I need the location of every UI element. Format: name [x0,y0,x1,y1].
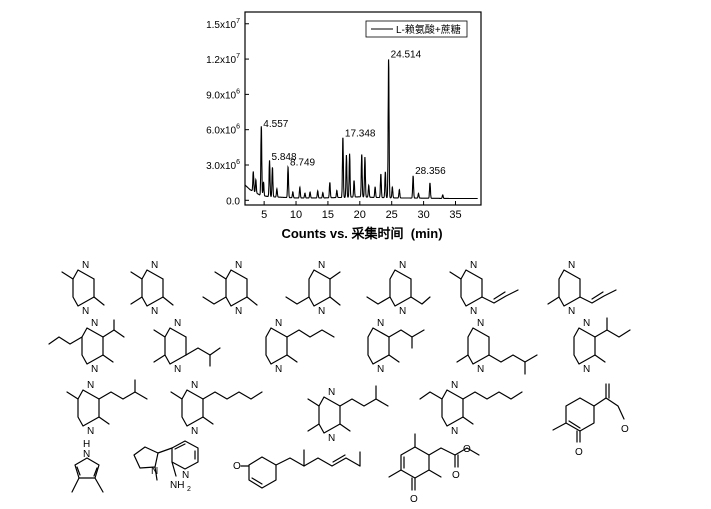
peak-label: 4.557 [263,119,288,130]
structure-r4-1-dimethylpyrrole: N H [71,439,104,493]
atom-n: N [174,364,181,375]
structure-r1-2-trimethylpyrazine: N N [130,260,174,317]
atom-n: N [583,318,590,329]
structure-r2-4-isobutyl-methylpyrazine: N N [367,318,425,375]
x-axis-ticks: 5 10 15 20 25 30 35 [261,201,462,221]
structure-r3-1-isopentyl-dimethylpyrazine: N N [66,379,148,437]
atom-n: N [318,306,325,317]
atom-n: N [191,426,198,437]
peak-label: 8.749 [290,158,315,169]
atom-n: N [477,364,484,375]
plot-frame [244,11,482,206]
atom-n: N [470,260,477,271]
atom-n: N [87,426,94,437]
structure-r3-4-ethyl-pentyl-methylpyrazine: N N [419,380,523,437]
x-tick-label: 25 [386,209,398,221]
structure-r1-1-dimethylpyrazine: N N [61,260,105,317]
atom-o: O [575,447,583,458]
atom-n: N [82,306,89,317]
y-tick-label: 1.2x107 [206,53,240,66]
x-tick-label: 15 [322,209,334,221]
atom-n: N [318,260,325,271]
structure-r4-2-nicotine-amine: N N NH 2 [133,440,199,493]
y-axis-ticks: 0.0 3.0x106 6.0x106 9.0x106 1.2x107 1.5x107 [206,18,249,207]
y-tick-label: 1.5x107 [206,18,240,31]
y-tick-label: 6.0x106 [206,124,240,137]
legend-box [365,20,468,38]
peak-label: 5.848 [272,152,297,163]
atom-n: N [568,260,575,271]
atom-n: N [568,306,575,317]
atom-n: N [82,260,89,271]
atom-h: H [83,439,90,450]
x-tick-label: 20 [354,209,366,221]
atom-n: N [399,260,406,271]
atom-n: N [151,260,158,271]
structure-r3-2-pentyl-dimethylpyrazine: N N [170,380,263,437]
atom-o: O [463,444,471,455]
atom-n: N [451,426,458,437]
atom-n: N [91,318,98,329]
atom-n: N [191,380,198,391]
structure-r4-4-methyl-cyclohexenone-acetate: O O O [388,433,480,505]
structure-r2-6-sec-butyl-methylpyrazine: N N [573,317,631,375]
peak-label: 17.348 [345,128,376,139]
atom-n: N [275,318,282,329]
atom-n: N [470,306,477,317]
atom-n: N [275,364,282,375]
y-tick-label: 3.0x106 [206,159,240,172]
y-tick-label: 9.0x106 [206,88,240,101]
atom-n: N [151,466,158,477]
peak-label: 24.514 [391,49,422,60]
structure-r1-3-ethyl-dimethylpyrazine: N N [202,260,258,317]
legend-label: L-赖氨酸+蔗糖 [396,23,461,36]
atom-n: N [377,364,384,375]
structure-r4-3-cyclohexenone-methylheptenyl: O [233,449,361,489]
atom-n: N [399,306,406,317]
atom-n: N [477,318,484,329]
structure-r1-7-propenyl-methylpyrazine: N N [547,260,617,317]
atom-n: N [91,364,98,375]
atom-subscript: 2 [187,486,191,493]
structure-r1-4-ethyl-dimethylpyrazine: N N [285,260,341,317]
atom-n: N [182,470,189,481]
atom-n: N [451,380,458,391]
structure-r2-1-ethyl-isopropyl-methylpyrazine: N N [48,318,125,375]
x-tick-label: 5 [261,209,267,221]
atom-o: O [410,494,418,505]
atom-n: N [87,380,94,391]
structure-r2-2-sec-butyl-dimethylpyrazine: N N [153,318,221,375]
structure-r3-3-isopentyl-trimethylpyrazine: N N [307,385,389,444]
x-tick-label: 30 [417,209,429,221]
structure-r2-3-butyl-methylpyrazine: N N [265,318,335,375]
atom-o: O [233,461,241,472]
atom-o: O [621,424,629,435]
atom-n: N [377,318,384,329]
x-axis-label: Counts vs. 采集时间 (min) [281,226,442,241]
atom-n: N [328,433,335,444]
atom-n: N [235,306,242,317]
x-tick-label: 10 [290,209,302,221]
atom-n: N [151,306,158,317]
structure-r1-6-propenyl-methylpyrazine: N N [449,260,519,317]
y-tick-label: 0.0 [226,196,240,207]
chromatogram-chart: 5 10 15 20 25 30 35 0.0 3.0x106 6.0x106 9.0x106 1.… [206,11,482,241]
atom-n: N [235,260,242,271]
chromatogram-trace [244,59,478,200]
structure-r3-5-cyclohexenone-propenal: O O [552,383,629,458]
atom-n: N [328,387,335,398]
atom-n: N [83,449,90,460]
atom-o: O [452,470,460,481]
x-tick-label: 35 [449,209,461,221]
peak-label: 28.356 [415,166,446,177]
structure-r1-5-diethylpyrazine: N N [366,260,431,317]
atom-n: N [174,318,181,329]
atom-nh2: NH [170,480,184,491]
structure-r2-5-isopentyl-methylpyrazine: N N [456,318,538,375]
atom-n: N [583,364,590,375]
compound-structures: N N N N N N N N [48,260,631,505]
legend: L-赖氨酸+蔗糖 [365,20,468,38]
